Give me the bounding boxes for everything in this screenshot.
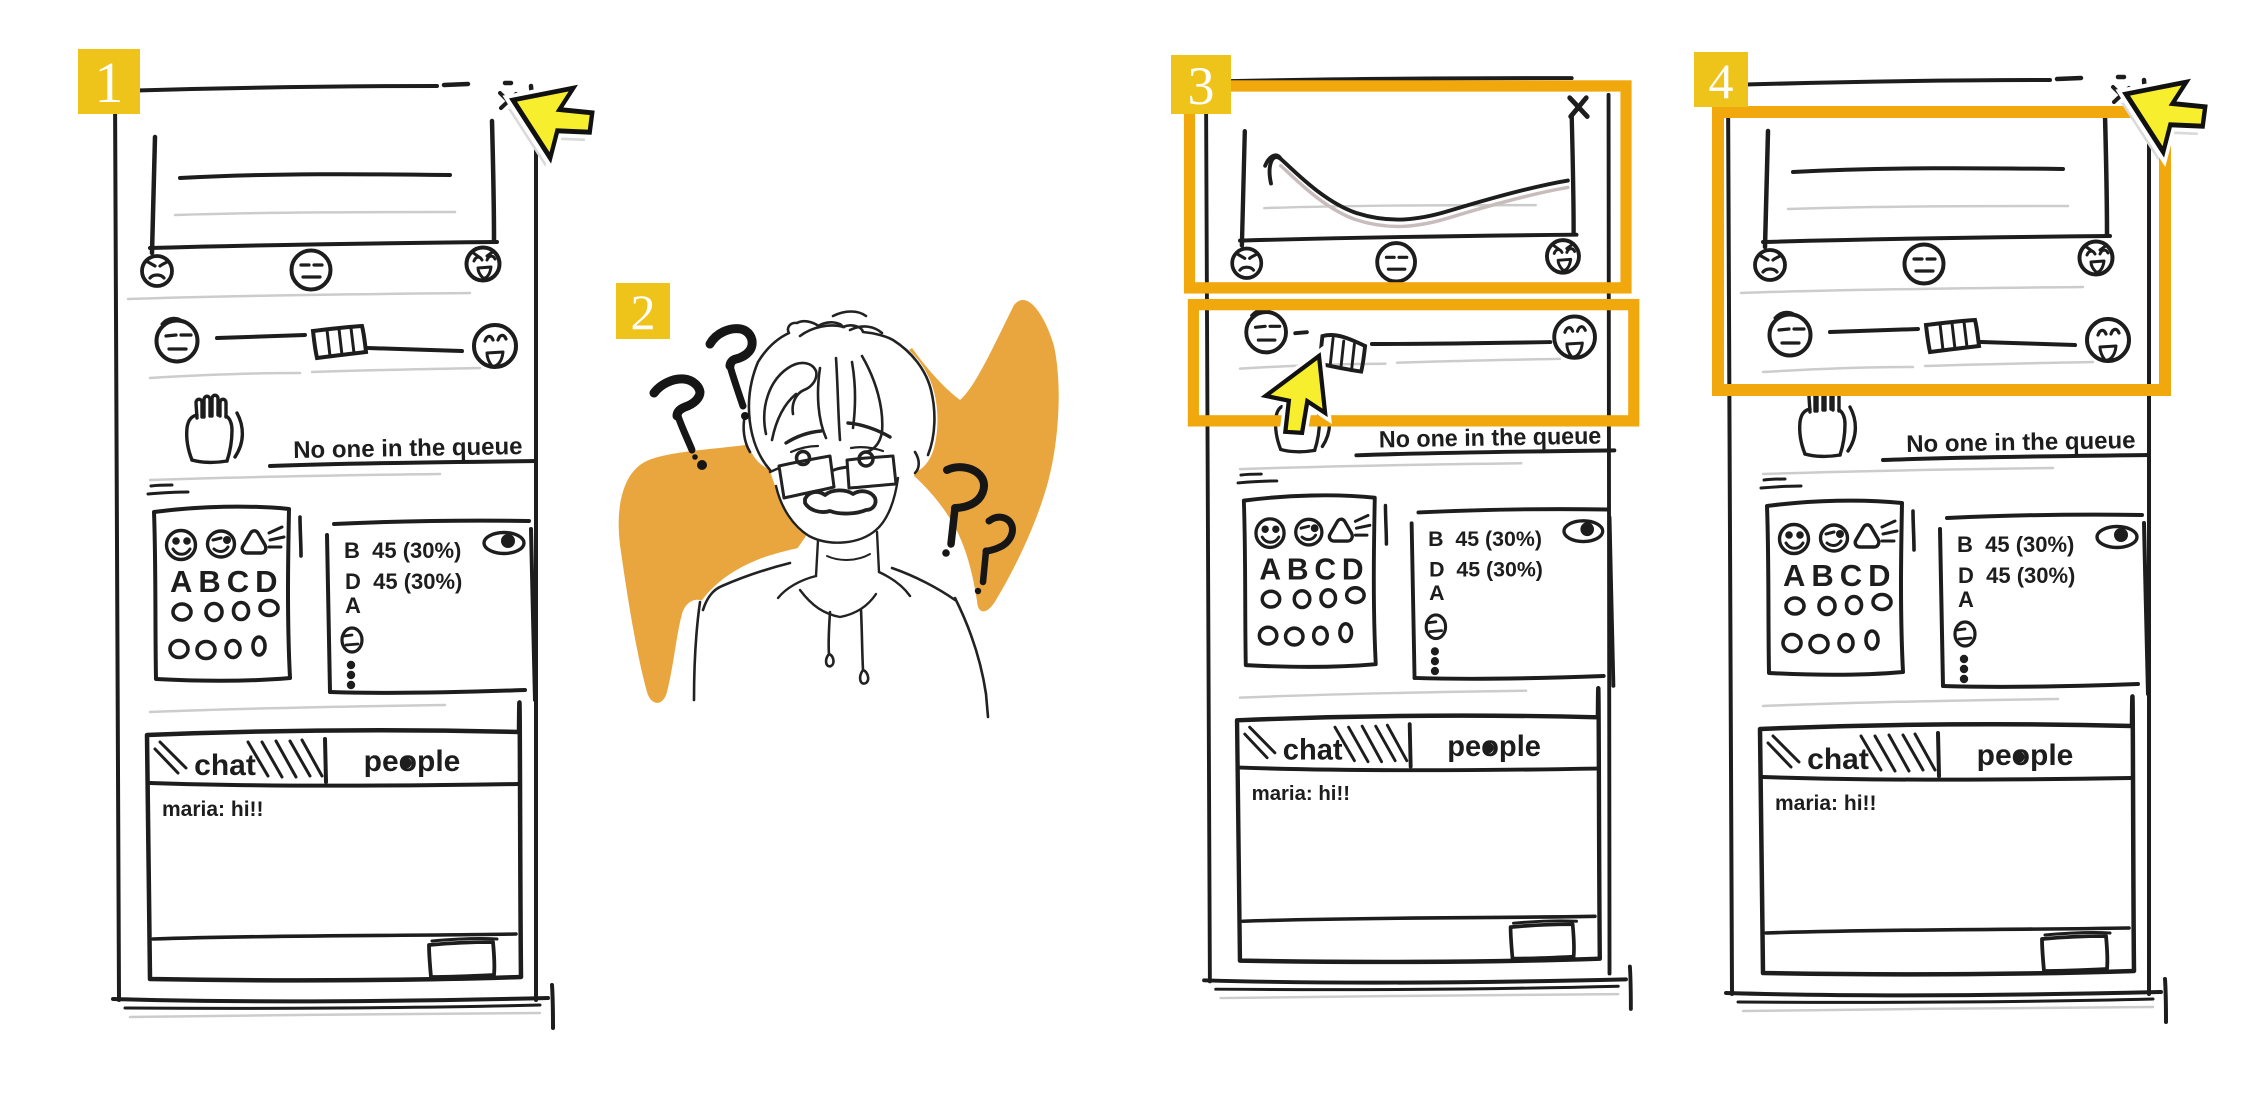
svg-text:3: 3 <box>1188 56 1215 116</box>
svg-text:2: 2 <box>631 284 656 340</box>
svg-text:1: 1 <box>95 50 124 115</box>
svg-text:4: 4 <box>1709 53 1734 109</box>
